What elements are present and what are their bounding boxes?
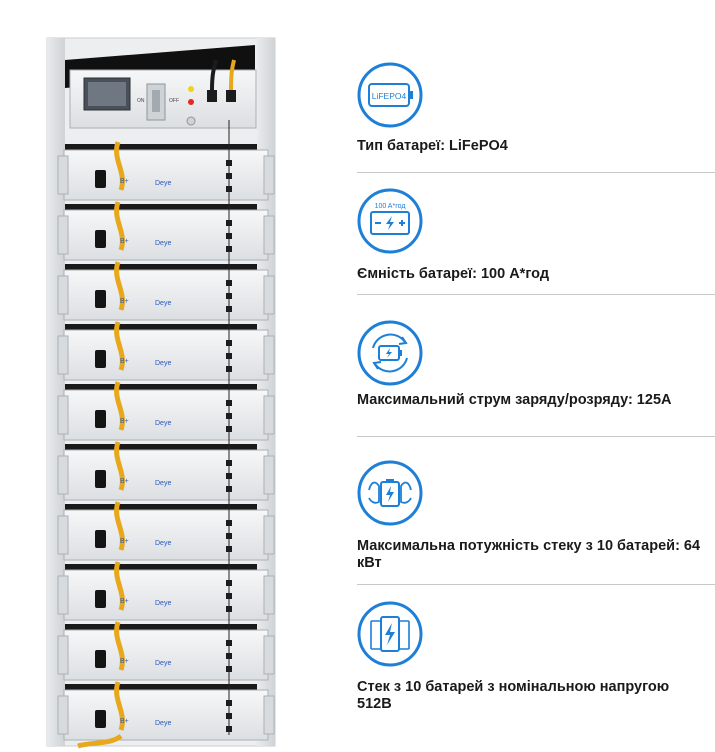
terminal-label: B+ (120, 478, 129, 485)
battery-module: B+ Deye (57, 561, 275, 621)
terminal-label: B+ (120, 598, 129, 605)
divider (357, 294, 715, 295)
battery-rack-illustration: ON OFF B+DeyeB+DeyeB+DeyeB+DeyeB+DeyeB+D… (46, 37, 276, 749)
spec-label: Тип батареї: LiFePO4 (357, 138, 508, 154)
brand-label: Deye (155, 720, 171, 727)
battery-lifepo4-icon: LiFEPO4 (357, 62, 423, 128)
rack-post-left (47, 38, 65, 746)
battery-module: B+ Deye (57, 681, 275, 741)
lifepo4-icon-text: LiFEPO4 (372, 91, 407, 101)
brand-label: Deye (155, 480, 171, 487)
battery-stack-icon (357, 601, 423, 667)
brand-label: Deye (155, 240, 171, 247)
charge-cycle-icon (357, 320, 423, 386)
divider (357, 584, 715, 585)
battery-module: B+ Deye (57, 621, 275, 681)
brand-label: Deye (155, 540, 171, 547)
battery-module: B+ Deye (57, 441, 275, 501)
terminal-label: B+ (120, 538, 129, 545)
battery-module: B+ Deye (57, 141, 275, 201)
terminal-label: B+ (120, 658, 129, 665)
brand-label: Deye (155, 420, 171, 427)
battery-module: B+ Deye (57, 501, 275, 561)
battery-module: B+ Deye (57, 261, 275, 321)
switch-on-label: ON (137, 98, 145, 104)
power-hands-icon (357, 460, 423, 526)
spec-list: LiFEPO4 Тип батареї: LiFePO4 100 A*год Є… (357, 0, 715, 752)
battery-capacity-icon: 100 A*год (357, 188, 423, 254)
terminal-label: B+ (120, 418, 129, 425)
brand-label: Deye (155, 360, 171, 367)
brand-label: Deye (155, 660, 171, 667)
terminal-label: B+ (120, 178, 129, 185)
battery-module: B+ Deye (57, 321, 275, 381)
terminal-label: B+ (120, 718, 129, 725)
battery-module: B+ Deye (57, 381, 275, 441)
switch-off-label: OFF (169, 98, 179, 104)
bottom-cable (77, 733, 123, 749)
brand-label: Deye (155, 600, 171, 607)
control-box: ON OFF (69, 59, 257, 129)
spec-label: Максимальний струм заряду/розряду: 125А (357, 392, 672, 408)
brand-label: Deye (155, 300, 171, 307)
divider (357, 172, 715, 173)
capacity-icon-text: 100 A*год (375, 203, 406, 210)
battery-module: B+ Deye (57, 201, 275, 261)
terminal-label: B+ (120, 358, 129, 365)
terminal-label: B+ (120, 298, 129, 305)
spec-label: Ємність батареї: 100 А*год (357, 266, 550, 282)
spec-label: Стек з 10 батарей з номінальною напругою… (357, 679, 670, 712)
brand-label: Deye (155, 180, 171, 187)
terminal-label: B+ (120, 238, 129, 245)
spec-label: Максимальна потужність стеку з 10 батаре… (357, 538, 701, 571)
divider (357, 436, 715, 437)
